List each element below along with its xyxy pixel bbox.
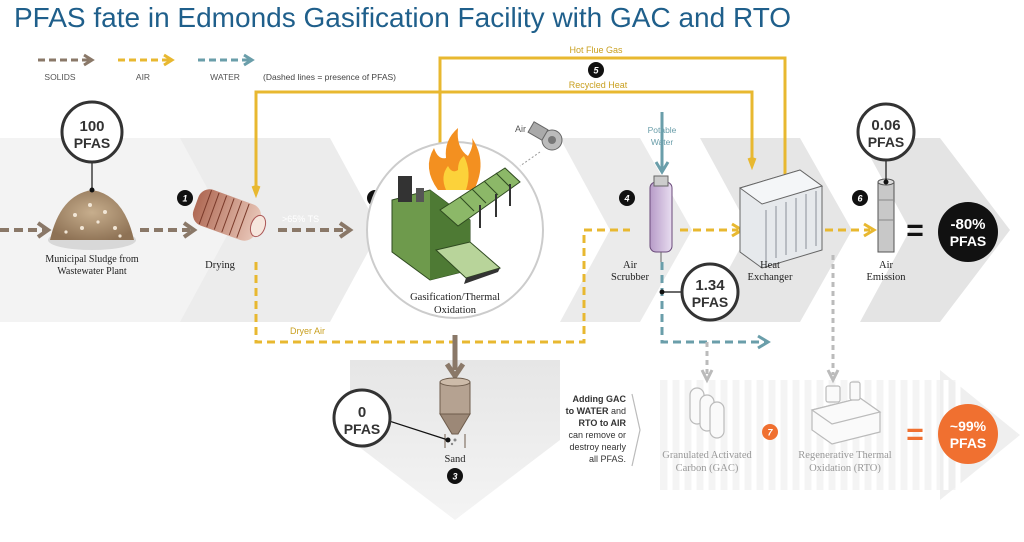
sand-silo-icon bbox=[439, 377, 471, 448]
gasification-label-1: Gasification/Thermal bbox=[410, 292, 500, 303]
equals-sign-2: = bbox=[906, 418, 924, 451]
legend-note: (Dashed lines = presence of PFAS) bbox=[263, 72, 396, 82]
pfas-emission-unit: PFAS bbox=[868, 134, 905, 150]
dryer-air-label: Dryer Air bbox=[290, 326, 325, 336]
water-flow-lines bbox=[654, 112, 771, 350]
rto-label-1: Regenerative Thermal bbox=[798, 450, 891, 461]
pfas-scrubber-value: 1.34 bbox=[695, 277, 725, 294]
pfas-sand-badge: 0 PFAS bbox=[332, 388, 392, 448]
pfas-final-badge: ~99% PFAS bbox=[938, 404, 998, 464]
dryer-drum-icon bbox=[192, 189, 267, 241]
svg-text:RTO to AIR: RTO to AIR bbox=[579, 418, 627, 428]
svg-text:Adding GAC: Adding GAC bbox=[573, 394, 627, 404]
gasification-unit bbox=[366, 121, 563, 319]
sludge-label-1: Municipal Sludge from bbox=[45, 254, 139, 265]
legend-water: WATER bbox=[210, 72, 240, 82]
emission-label-1: Air bbox=[879, 260, 894, 271]
drying-label: Drying bbox=[205, 260, 235, 271]
air-input-label: Air bbox=[515, 124, 526, 134]
ts-label: >65% TS bbox=[282, 214, 319, 224]
emission-stack-icon bbox=[877, 178, 895, 253]
pfas-sand-unit: PFAS bbox=[344, 421, 381, 437]
step-7: 7 bbox=[767, 428, 773, 438]
pfas-sand-value: 0 bbox=[358, 404, 366, 421]
sludge-pile-icon bbox=[48, 190, 136, 250]
rto-label-2: Oxidation (RTO) bbox=[809, 463, 881, 474]
air-flow-lines bbox=[251, 56, 787, 199]
pfas-scrubber-badge: 1.34 PFAS bbox=[680, 262, 740, 322]
pfas-input-badge: 100 PFAS bbox=[60, 100, 124, 164]
hot-flue-gas-label: Hot Flue Gas bbox=[569, 45, 623, 55]
scrubber-label-1: Air bbox=[623, 260, 638, 271]
legend-solids: SOLIDS bbox=[44, 72, 76, 82]
rto-unit-icon bbox=[810, 381, 882, 445]
pfas-emission-value: 0.06 bbox=[871, 117, 900, 134]
page-title: PFAS fate in Edmonds Gasification Facili… bbox=[14, 2, 792, 33]
gac-note: Adding GAC to WATER and RTO to AIR can r… bbox=[566, 394, 627, 464]
step-6: 6 bbox=[857, 194, 863, 204]
svg-text:destroy nearly: destroy nearly bbox=[569, 442, 626, 452]
step-5: 5 bbox=[593, 66, 599, 76]
pfas-emission-badge: 0.06 PFAS bbox=[856, 102, 916, 162]
svg-text:to WATER and: to WATER and bbox=[566, 406, 626, 416]
legend: SOLIDS AIR WATER (Dashed lines = presenc… bbox=[38, 53, 396, 82]
pfas-final-unit: PFAS bbox=[950, 435, 987, 451]
gac-vessels-icon bbox=[689, 387, 725, 439]
equals-sign-1: = bbox=[906, 214, 924, 247]
pfas-reduction-badge: -80% PFAS bbox=[938, 202, 998, 262]
gac-label-1: Granulated Activated bbox=[662, 450, 752, 461]
step-1: 1 bbox=[182, 194, 187, 204]
step-4: 4 bbox=[623, 194, 629, 204]
pfas-reduction-unit: PFAS bbox=[950, 233, 987, 249]
sand-label: Sand bbox=[445, 454, 467, 465]
air-dashed-lines bbox=[254, 228, 870, 344]
potable-water-label: Water bbox=[651, 137, 674, 147]
recycled-heat-label: Recycled Heat bbox=[569, 80, 628, 90]
gasification-label-2: Oxidation bbox=[434, 305, 477, 316]
pfas-input-value: 100 bbox=[79, 118, 104, 135]
pfas-final-value: ~99% bbox=[950, 418, 987, 434]
gac-label-2: Carbon (GAC) bbox=[676, 463, 739, 474]
potable-label: Potable bbox=[648, 125, 677, 135]
step-3: 3 bbox=[452, 472, 457, 482]
future-treatment-lines bbox=[705, 255, 835, 375]
air-blower-icon bbox=[527, 121, 563, 151]
heat-exchanger-label-1: Heat bbox=[760, 260, 780, 271]
air-scrubber-icon bbox=[649, 175, 673, 262]
svg-text:can remove or: can remove or bbox=[568, 430, 626, 440]
legend-air: AIR bbox=[136, 72, 150, 82]
heat-exchanger-label-2: Exchanger bbox=[748, 272, 793, 283]
background-flow-band bbox=[0, 138, 1020, 520]
emission-label-2: Emission bbox=[866, 272, 906, 283]
svg-text:all PFAS.: all PFAS. bbox=[589, 454, 626, 464]
scrubber-label-2: Scrubber bbox=[611, 272, 649, 283]
pfas-reduction-value: -80% bbox=[950, 216, 985, 233]
pfas-input-unit: PFAS bbox=[74, 135, 111, 151]
pfas-scrubber-unit: PFAS bbox=[692, 294, 729, 310]
heat-exchanger-icon bbox=[738, 169, 824, 269]
sludge-label-2: Wastewater Plant bbox=[57, 266, 127, 277]
